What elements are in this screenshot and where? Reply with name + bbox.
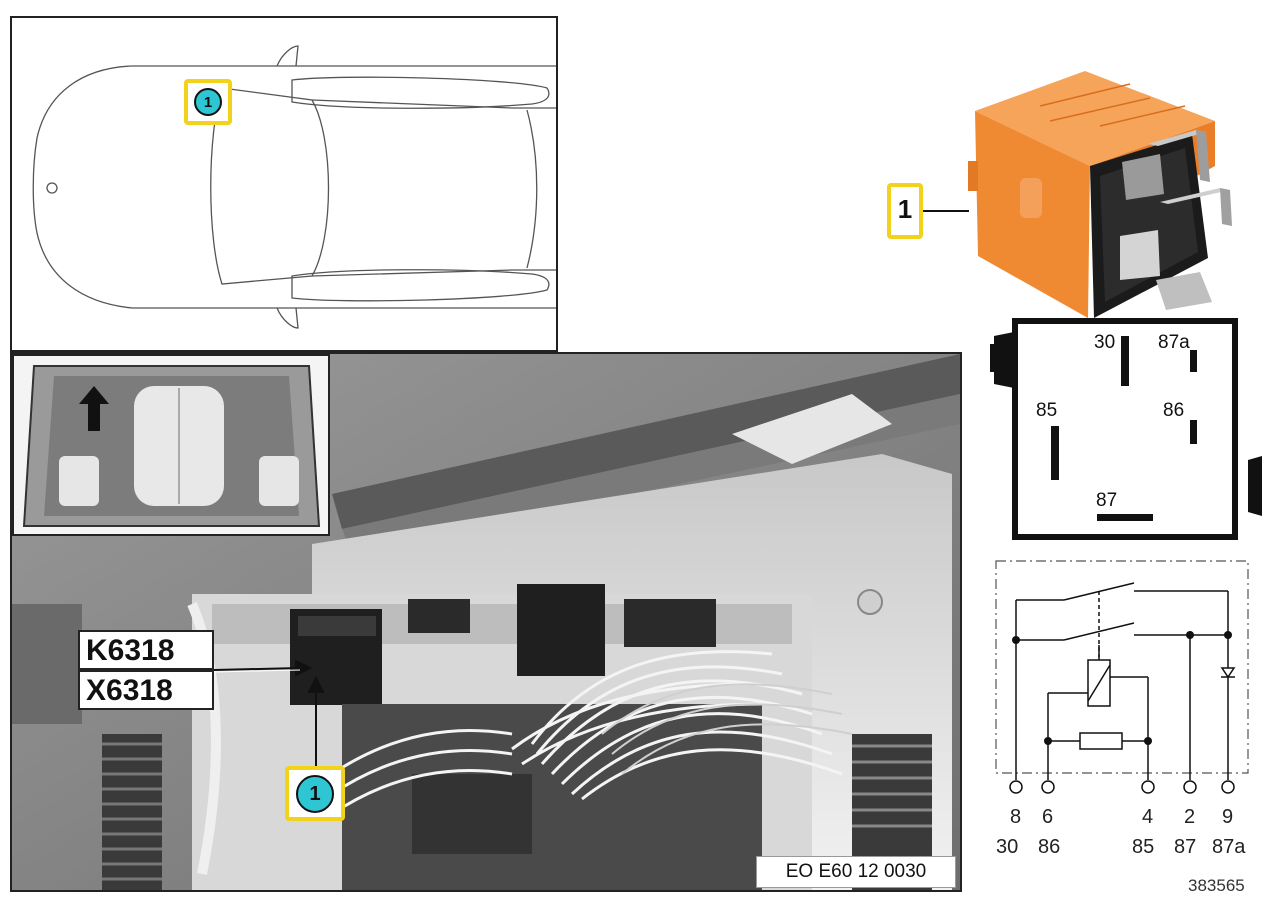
figure-code: EO E60 12 0030 bbox=[756, 856, 956, 888]
location-arrow-icon bbox=[79, 386, 109, 431]
pin-blades bbox=[1051, 336, 1197, 521]
schematic-terminal-1: 30 bbox=[996, 836, 1019, 858]
relay-photo bbox=[968, 71, 1232, 318]
schematic-terminal-2: 86 bbox=[1038, 836, 1061, 858]
engine-bay-photo bbox=[10, 352, 962, 892]
schematic-pin-number-5: 9 bbox=[1222, 806, 1234, 828]
photo-callout-number: 1 bbox=[296, 775, 334, 813]
relay-callout bbox=[887, 183, 923, 239]
schematic-terminal-4: 87 bbox=[1174, 836, 1197, 858]
component-label-k6318: K6318 bbox=[78, 630, 214, 670]
relay-leader-line bbox=[923, 210, 969, 212]
schematic-terminal-5: 87a bbox=[1212, 836, 1246, 858]
engine-bay-inset bbox=[12, 354, 330, 536]
engine-bay-inset-art bbox=[14, 356, 328, 534]
engine-bay-photo-art bbox=[12, 354, 960, 890]
relay-schematic bbox=[995, 560, 1249, 794]
relay-callout-number: 1 bbox=[897, 194, 913, 224]
car-top-view-outline bbox=[32, 45, 556, 329]
pin-label-85: 85 bbox=[1036, 400, 1058, 421]
image-id: 383565 bbox=[1188, 876, 1245, 895]
schematic-pin-number-2: 6 bbox=[1042, 806, 1054, 828]
connector-label-x6318: X6318 bbox=[78, 670, 214, 710]
schematic-pin-number-1: 8 bbox=[1010, 806, 1022, 828]
schematic-pin-number-4: 2 bbox=[1184, 806, 1196, 828]
pin-label-87: 87 bbox=[1096, 490, 1118, 511]
pin-label-30: 30 bbox=[1094, 332, 1116, 353]
vehicle-overview-panel bbox=[10, 16, 558, 352]
schematic-terminal-3: 85 bbox=[1132, 836, 1155, 858]
pin-label-87a: 87a bbox=[1158, 332, 1190, 353]
overview-callout-number: 1 bbox=[194, 88, 222, 116]
pin-label-86: 86 bbox=[1163, 400, 1185, 421]
schematic-pin-number-3: 4 bbox=[1142, 806, 1154, 828]
pin-layout-tabs bbox=[990, 332, 1262, 516]
